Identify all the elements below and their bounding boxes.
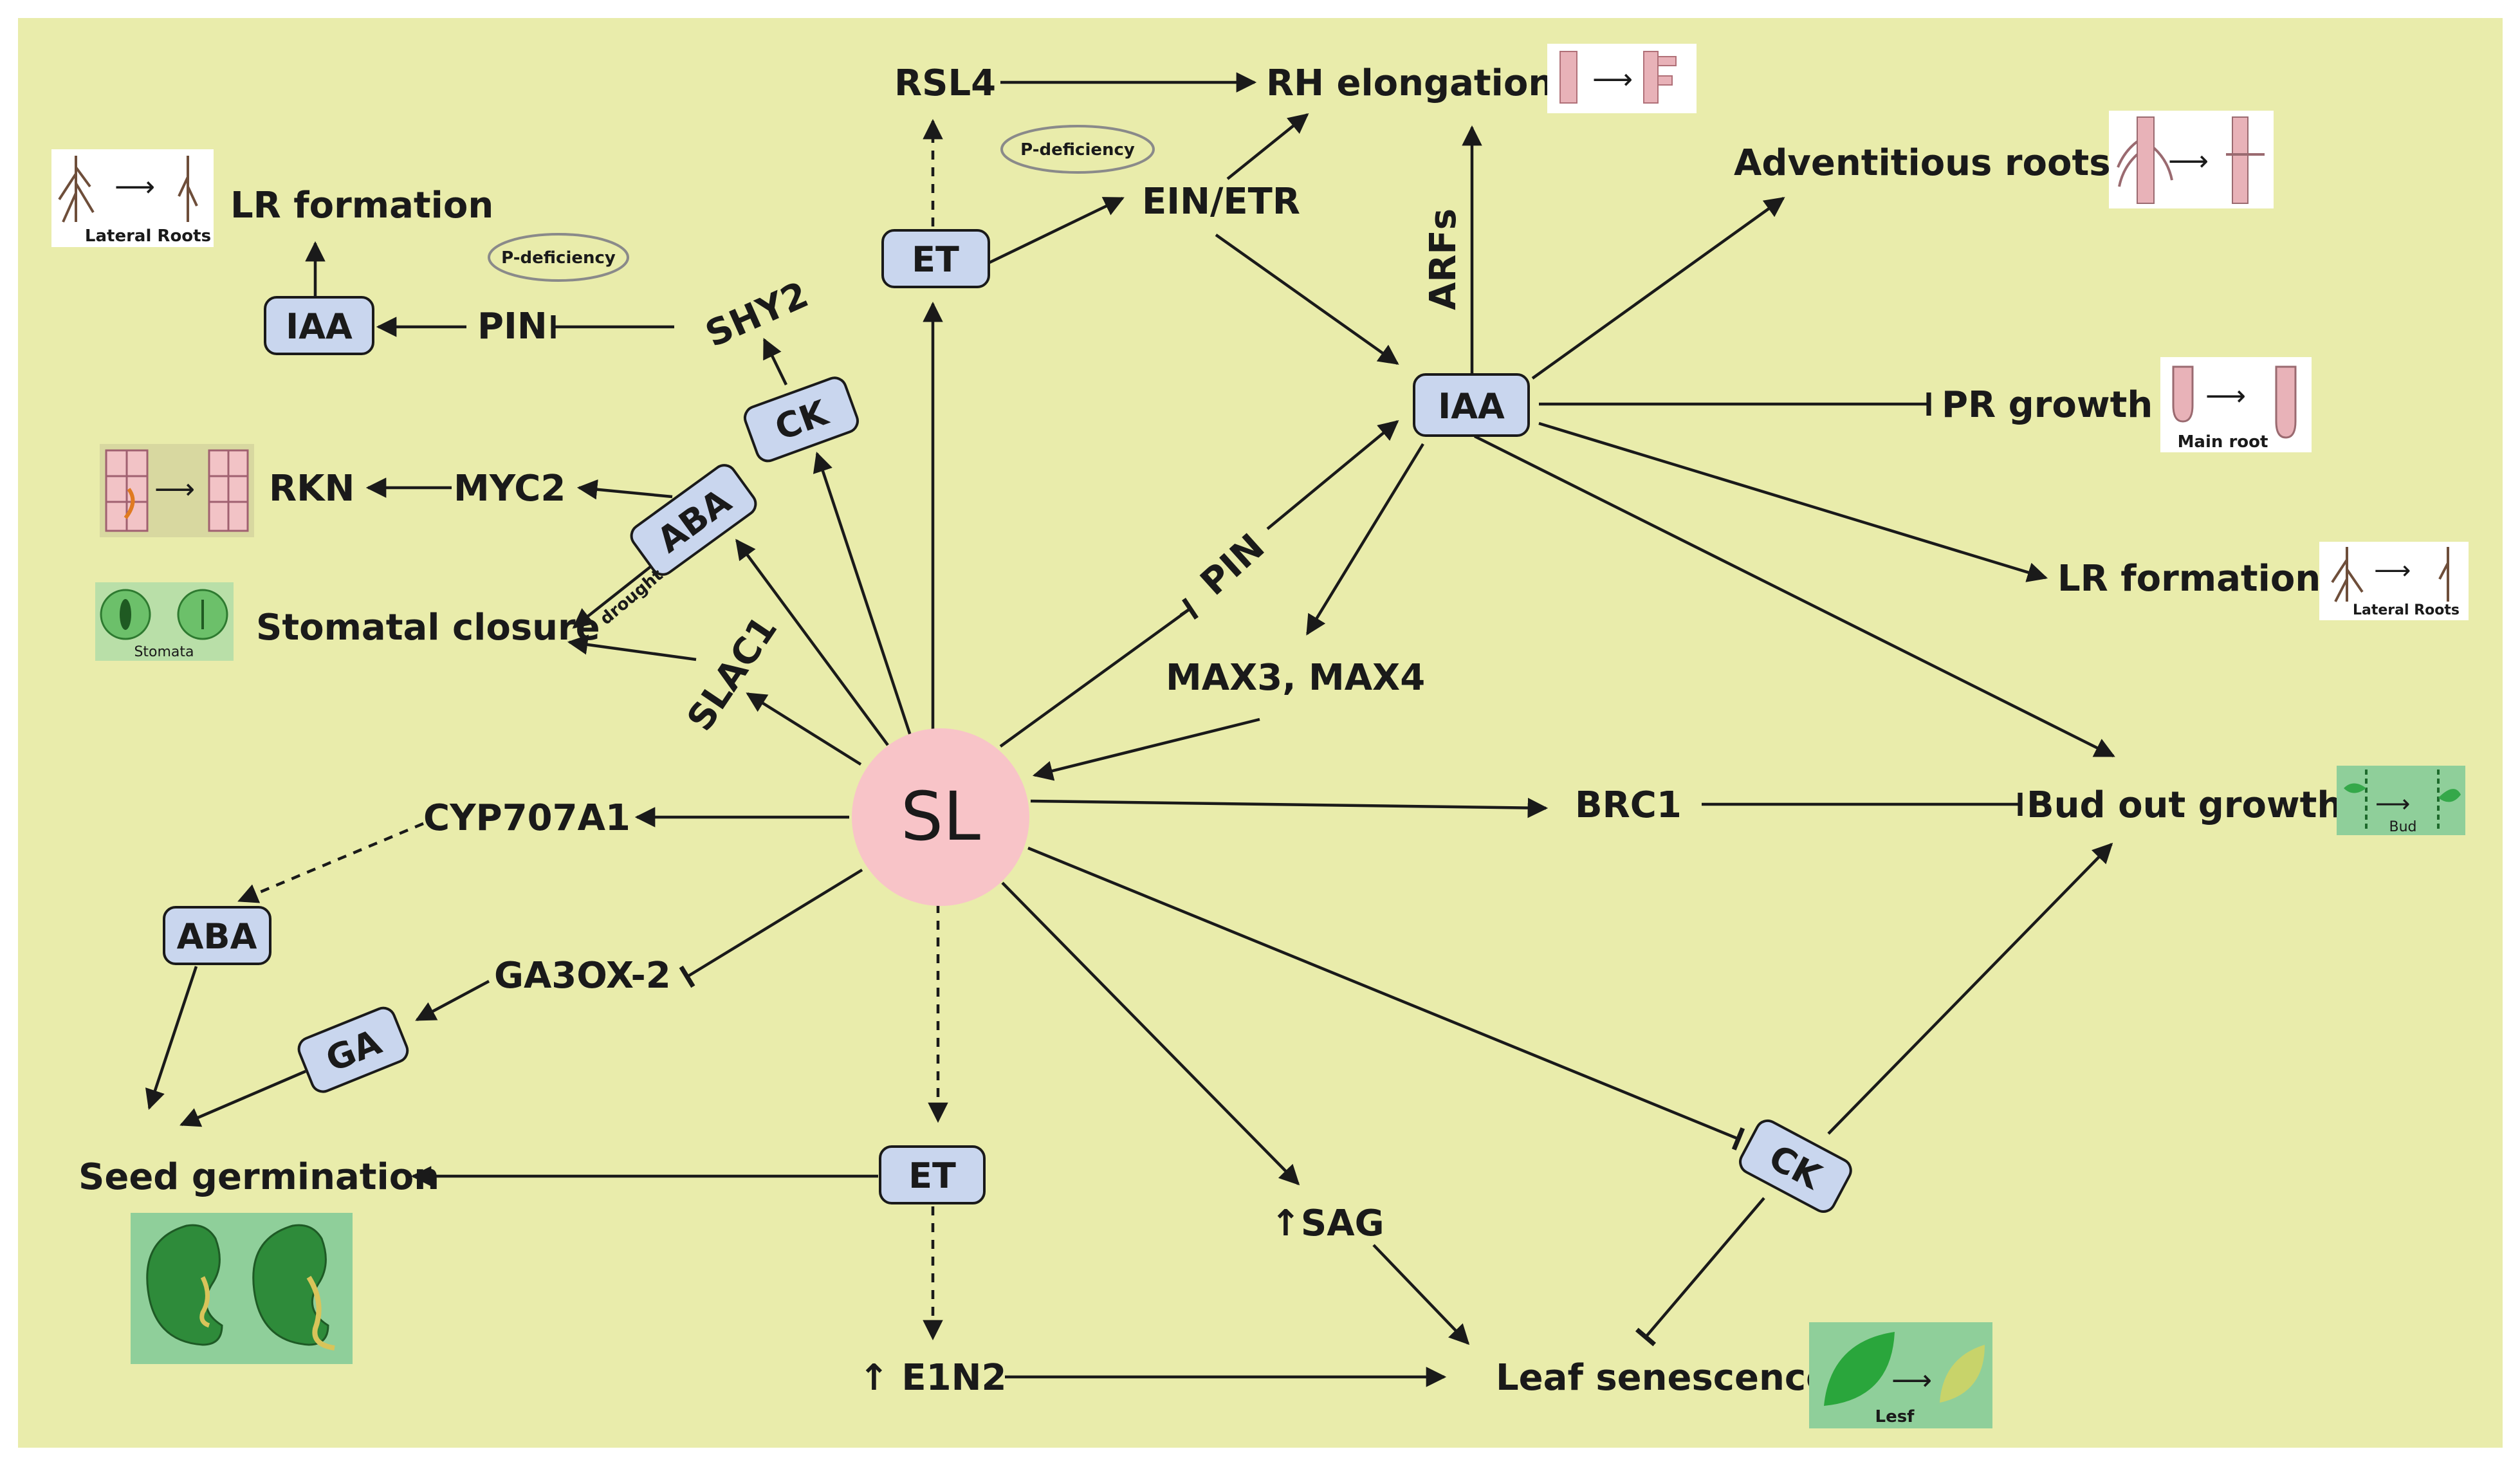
box-iaa-right: IAA bbox=[1413, 373, 1530, 437]
box-aba-bottom-label: ABA bbox=[177, 916, 257, 957]
box-ga: GA bbox=[297, 1006, 409, 1093]
box-iaa-left: IAA bbox=[264, 296, 374, 355]
edge-pin-iaa bbox=[1266, 420, 1399, 530]
label-pr-growth: PR growth bbox=[1942, 384, 2153, 426]
thumb-bud-caption: Bud bbox=[2389, 819, 2416, 835]
svg-text:⟶: ⟶ bbox=[154, 473, 195, 506]
label-stomatal-closure: Stomatal closure bbox=[256, 607, 600, 649]
thumb-lateral-roots-left: ⟶ Lateral Roots bbox=[51, 149, 214, 247]
svg-text:⟶: ⟶ bbox=[1592, 63, 1633, 96]
edge-sag-leaf bbox=[1372, 1244, 1470, 1345]
thumb-adventitious-roots: ⟶ bbox=[2109, 111, 2274, 208]
thumb-leaf: ⟶ Lesf bbox=[1809, 1322, 1992, 1428]
thumb-lateral-roots-right-caption: Lateral Roots bbox=[2353, 602, 2460, 618]
p-deficiency-top: P-deficiency bbox=[1000, 125, 1155, 174]
sl-label: SL bbox=[901, 777, 980, 856]
edge-sl-ck-top bbox=[813, 452, 912, 736]
thumb-seed bbox=[131, 1213, 353, 1364]
box-aba-bottom: ABA bbox=[163, 906, 271, 965]
svg-text:⟶: ⟶ bbox=[1891, 1364, 1932, 1397]
background-panel bbox=[18, 18, 2503, 1448]
label-sag: ↑SAG bbox=[1271, 1203, 1384, 1244]
label-ein-etr: EIN/ETR bbox=[1142, 181, 1300, 223]
label-max34: MAX3, MAX4 bbox=[1166, 657, 1425, 699]
svg-text:⟶: ⟶ bbox=[2374, 556, 2411, 586]
label-brc1: BRC1 bbox=[1575, 784, 1682, 826]
box-ck-top: CK bbox=[743, 376, 859, 463]
edge-sl-sag bbox=[1001, 881, 1300, 1186]
svg-text:⟶: ⟶ bbox=[2168, 145, 2209, 178]
edge-ck-leaf bbox=[1635, 1197, 1765, 1347]
label-pin-left: PIN bbox=[477, 306, 547, 347]
label-arfs: ARFs bbox=[1422, 208, 1464, 310]
edge-sl-pin-mid bbox=[999, 607, 1191, 748]
edge-ck-bud bbox=[1827, 842, 2113, 1135]
thumb-stomata-caption: Stomata bbox=[134, 644, 194, 660]
edge-einetr-iaa bbox=[1215, 234, 1399, 365]
edges bbox=[145, 72, 2115, 1387]
svg-text:⟶: ⟶ bbox=[2375, 789, 2410, 818]
label-adventitious-roots: Adventitious roots bbox=[1734, 142, 2111, 184]
box-iaa-right-label: IAA bbox=[1438, 386, 1505, 427]
thumb-rh-elongation: ⟶ bbox=[1547, 44, 1697, 113]
label-lr-formation-left: LR formation bbox=[230, 185, 493, 226]
edge-einetr-rh bbox=[1226, 113, 1309, 180]
label-leaf-senescence: Leaf senescence bbox=[1496, 1357, 1830, 1399]
label-myc2: MYC2 bbox=[454, 468, 566, 510]
edge-ga3ox-ga bbox=[415, 980, 490, 1021]
edge-pin-mid-bar bbox=[1179, 598, 1199, 620]
p-deficiency-left-label: P-deficiency bbox=[501, 248, 616, 268]
thumb-lateral-roots-right: ⟶ Lateral Roots bbox=[2319, 542, 2469, 620]
edge-aba-myc2 bbox=[576, 479, 673, 500]
p-deficiency-top-label: P-deficiency bbox=[1020, 140, 1135, 160]
thumb-bud: ⟶ Bud bbox=[2337, 766, 2465, 835]
box-et-top-label: ET bbox=[912, 239, 959, 280]
thumb-lateral-roots-left-caption: Lateral Roots bbox=[85, 226, 211, 246]
label-rsl4: RSL4 bbox=[894, 62, 996, 104]
edge-iaa-adventitious bbox=[1531, 197, 1785, 380]
label-rh-elongation: RH elongation bbox=[1266, 62, 1554, 104]
p-deficiency-left: P-deficiency bbox=[488, 233, 629, 282]
edge-slac1-stomatal bbox=[567, 634, 697, 661]
edge-ga-seed bbox=[179, 1069, 306, 1127]
edge-iaa-lr-right bbox=[1538, 421, 2048, 582]
edge-iaa-max34 bbox=[1306, 443, 1424, 636]
thumb-rkn: ⟶ bbox=[100, 444, 254, 537]
edge-sl-slac1 bbox=[746, 692, 862, 766]
label-lr-formation-right: LR formation bbox=[2057, 558, 2321, 600]
edge-sl-brc1 bbox=[1030, 797, 1549, 818]
thumb-main-root: ⟶ Main root bbox=[2160, 357, 2312, 452]
box-et-bottom: ET bbox=[879, 1145, 986, 1204]
sl-node bbox=[852, 728, 1029, 906]
svg-text:⟶: ⟶ bbox=[2205, 380, 2246, 412]
label-cyp707a1: CYP707A1 bbox=[423, 797, 630, 839]
edge-sl-ck-bottom bbox=[1027, 846, 1745, 1151]
edge-max34-sl bbox=[1032, 717, 1260, 781]
thumb-main-root-caption: Main root bbox=[2178, 432, 2268, 452]
box-iaa-left-label: IAA bbox=[286, 306, 353, 347]
edge-aba-seed bbox=[145, 966, 198, 1110]
box-et-bottom-label: ET bbox=[908, 1156, 956, 1196]
svg-text:⟶: ⟶ bbox=[115, 171, 155, 203]
thumb-stomata: Stomata bbox=[95, 582, 234, 661]
label-ga3ox2: GA3OX-2 bbox=[494, 955, 671, 997]
edge-et-einetr bbox=[989, 196, 1125, 264]
label-rkn: RKN bbox=[269, 468, 354, 510]
box-ck-bottom: CK bbox=[1739, 1119, 1852, 1213]
thumb-leaf-caption: Lesf bbox=[1875, 1407, 1915, 1426]
edge-iaa-bud bbox=[1473, 434, 2115, 758]
label-bud-out-growth: Bud out growth bbox=[2027, 784, 2342, 826]
label-ein2: ↑ E1N2 bbox=[859, 1357, 1006, 1399]
edge-sl-aba-top bbox=[735, 539, 889, 746]
label-seed-germination: Seed germination bbox=[78, 1156, 439, 1198]
edge-sl-ga3ox2 bbox=[679, 869, 863, 988]
edge-ck-shy2 bbox=[762, 338, 788, 385]
box-et-top: ET bbox=[881, 229, 990, 288]
